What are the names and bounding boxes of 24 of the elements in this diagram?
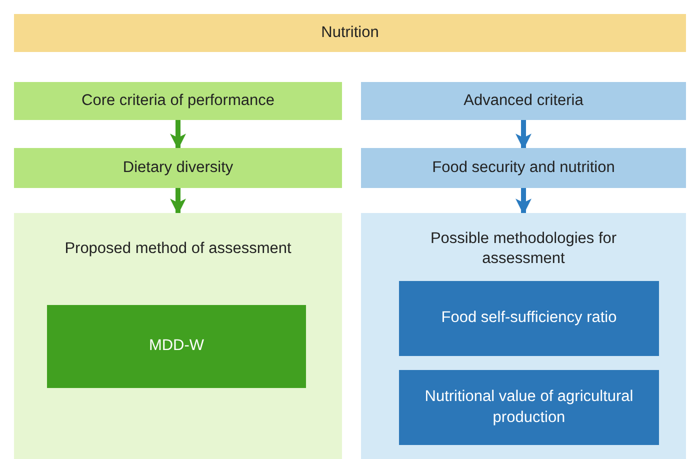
criteria-box xyxy=(14,148,342,188)
criteria-box xyxy=(361,82,686,120)
box-label: Food security and nutrition xyxy=(432,158,615,178)
method-box xyxy=(47,305,306,388)
method-box xyxy=(399,370,659,445)
box-label: Food self-sufficiency ratio xyxy=(441,308,617,328)
box-label: Dietary diversity xyxy=(122,158,234,178)
arrow xyxy=(516,120,532,150)
box-label: MDD-W xyxy=(148,336,204,356)
assessment-panel xyxy=(14,213,342,459)
panel-heading: Proposed method of assessment xyxy=(64,239,292,259)
assessment-panel xyxy=(361,213,686,459)
method-box xyxy=(399,281,659,356)
arrow xyxy=(516,188,532,215)
criteria-box xyxy=(14,82,342,120)
arrow xyxy=(170,120,186,150)
box-label: Core criteria of performance xyxy=(82,90,274,111)
box-label: Nutritional value of agricultural production xyxy=(424,387,634,428)
title-band xyxy=(14,14,686,52)
arrow xyxy=(170,188,186,215)
panel-heading: Possible methodologies for assessment xyxy=(429,229,618,270)
criteria-box xyxy=(361,148,686,188)
box-label: Nutrition xyxy=(321,22,379,43)
box-label: Advanced criteria xyxy=(464,90,584,111)
